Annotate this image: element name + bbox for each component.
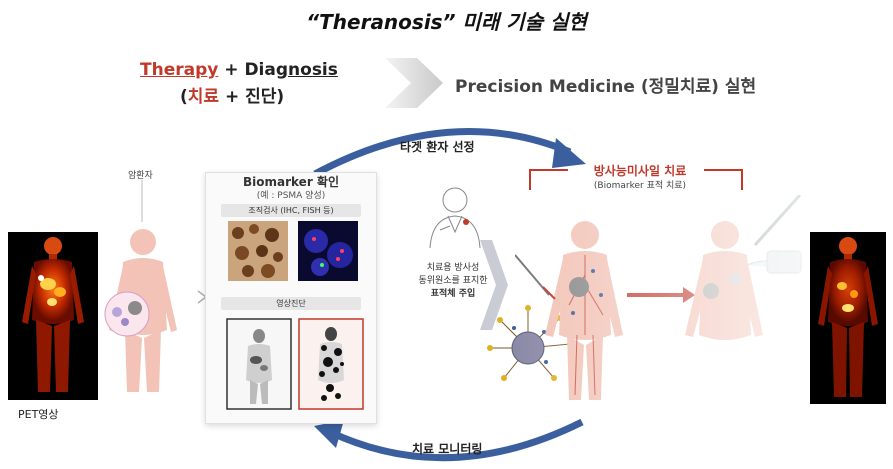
diagnosis-suffix: nosis: [288, 60, 338, 80]
radioligand-bracket-icon: [529, 169, 743, 190]
ct-imaging-panel: [226, 318, 292, 410]
pet-body-after-icon: [818, 237, 878, 397]
pet-body-icon: [22, 237, 84, 392]
biomarker-subtitle: (예 : PSMA 양성): [256, 191, 326, 201]
target-selection-arrow-icon: [313, 128, 586, 178]
target-patient-selection-label: 타겟 환자 선정: [400, 140, 475, 154]
injection-line-3: 표적체 주입: [403, 288, 503, 301]
therapy-word: Therapy: [140, 60, 219, 80]
formula-korean: (치료 + 진단): [140, 82, 390, 107]
fish-fluorescence-image: [298, 221, 358, 281]
formula-english: Therapy + Diagnosis: [140, 60, 390, 80]
treatment-monitoring-label: 치료 모니터링: [412, 442, 483, 456]
grey-chevron-2-icon: [480, 240, 508, 330]
injection-line-3-bold: 표적체 주입: [430, 289, 476, 299]
pet-image-right: [810, 232, 886, 404]
monitoring-arrow-icon: [314, 418, 584, 462]
korean-open-paren: (: [180, 87, 188, 107]
treated-patients-icon: [515, 195, 805, 405]
grey-chevron-arrow-icon: [385, 58, 443, 108]
pet-image-left: [8, 232, 98, 400]
psma-pet-imaging-panel: [298, 318, 364, 410]
tissue-biopsy-tag: 조직검사 (IHC, FISH 등): [221, 204, 361, 217]
biomarker-panel: Biomarker 확인 (예 : PSMA 양성) 조직검사 (IHC, FI…: [205, 172, 377, 424]
ihc-tissue-image: [228, 221, 288, 281]
doctor-sketch-icon: [429, 187, 481, 249]
diagnosis-prefix: Diag: [244, 60, 289, 80]
precision-medicine-label: Precision Medicine (정밀치료) 실현: [455, 77, 757, 97]
injection-line-2: 동위원소를 표지한: [418, 276, 488, 286]
patient-body-icon: [104, 180, 177, 392]
diagram-title: “Theranosis” 미래 기술 실현: [306, 10, 587, 34]
therapy-diagnosis-formula: Therapy + Diagnosis (치료 + 진단): [140, 60, 390, 107]
korean-diagnosis: 진단): [245, 87, 285, 107]
radioligand-therapy-title: 방사능미사일 치료: [593, 164, 687, 178]
korean-therapy: 치료: [187, 87, 220, 107]
radioligand-therapy-subtitle: (Biomarker 표적 치료): [593, 181, 687, 191]
pet-image-label: PET영상: [18, 408, 59, 421]
injection-description: 치료용 방사성 동위원소를 표지한 표적체 주입: [403, 262, 503, 301]
korean-plus: +: [224, 87, 240, 107]
plus-sign: +: [224, 60, 239, 80]
cancer-patient-label: 암환자: [128, 171, 153, 181]
imaging-diagnosis-tag: 영상진단: [221, 297, 361, 310]
biomarker-title: Biomarker 확인: [243, 175, 339, 189]
injection-line-1: 치료용 방사성: [426, 263, 480, 273]
